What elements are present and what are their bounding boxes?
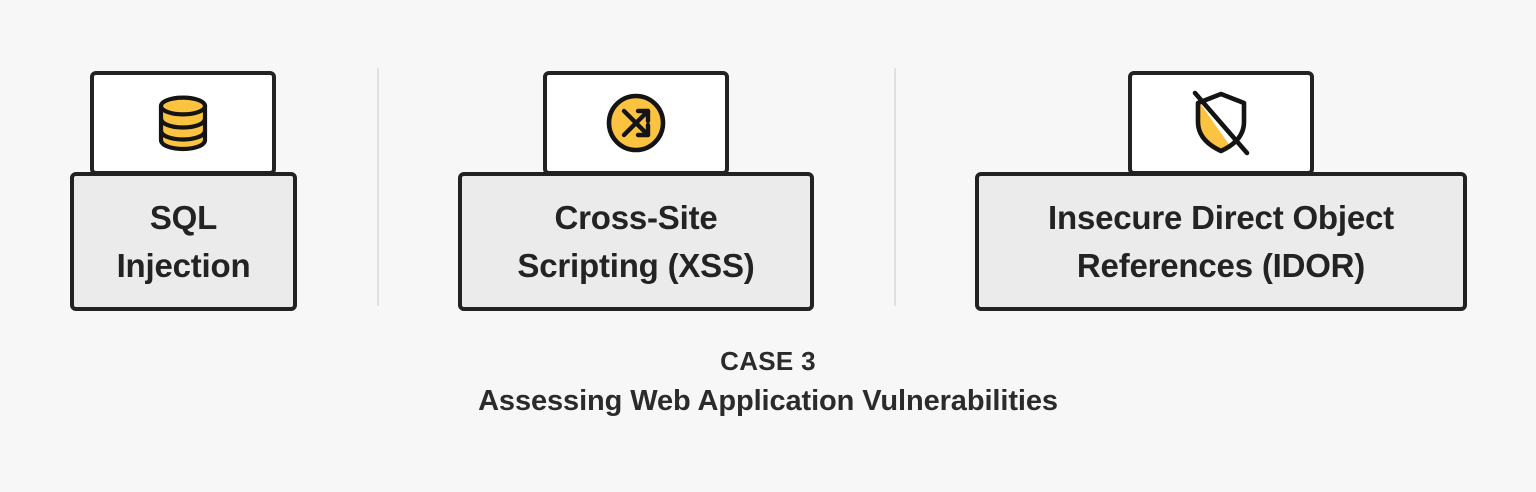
caption-subtitle: Assessing Web Application Vulnerabilitie… [478, 384, 1058, 417]
label-line-2: Injection [116, 246, 251, 284]
icon-box-sql-injection [90, 71, 276, 175]
icon-box-insecure-direct-object-references [1128, 71, 1314, 175]
label-line-1: Insecure Direct Object [1048, 198, 1394, 236]
label-line-1: Cross-Site [554, 198, 718, 236]
label-sql-injection: SQL Injection [70, 172, 297, 311]
caption-block: CASE 3 Assessing Web Application Vulnera… [0, 345, 1536, 424]
label-insecure-direct-object-references: Insecure Direct Object References (IDOR) [975, 172, 1467, 311]
label-line-1: SQL [149, 198, 218, 236]
label-line-2: Scripting (XSS) [517, 246, 755, 284]
label-cross-site-scripting: Cross-Site Scripting (XSS) [458, 172, 814, 311]
database-icon [155, 94, 211, 152]
case-label: CASE 3 [720, 346, 816, 376]
label-line-2: References (IDOR) [1076, 246, 1366, 284]
shuffle-arrows-circle-icon [605, 92, 667, 154]
shield-off-icon [1189, 89, 1253, 157]
divider-1 [377, 68, 379, 306]
divider-2 [894, 68, 896, 306]
icon-box-cross-site-scripting [543, 71, 729, 175]
